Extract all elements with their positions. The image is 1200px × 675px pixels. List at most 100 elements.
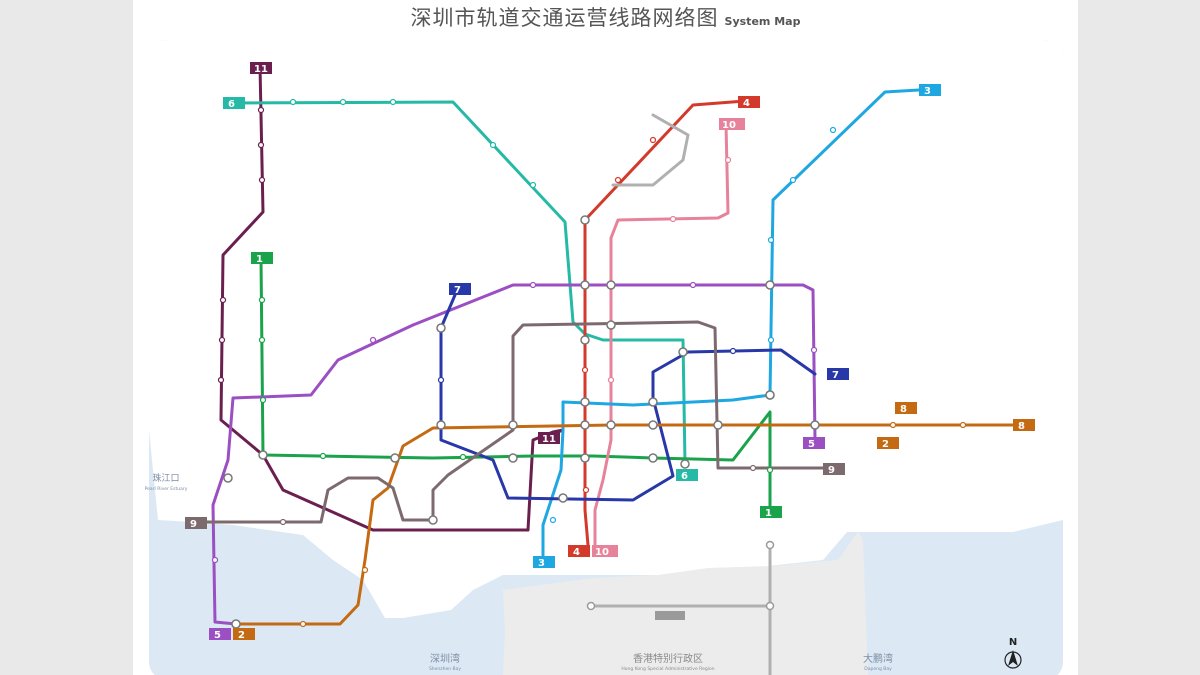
station[interactable] [436,323,446,333]
station[interactable] [436,420,446,430]
station[interactable] [529,281,537,289]
station[interactable] [580,335,590,345]
line-8-badge[interactable]: 8 [895,402,917,415]
station[interactable] [582,486,590,494]
station[interactable] [223,473,233,483]
station[interactable] [606,320,616,330]
station[interactable] [680,459,690,469]
station[interactable] [339,98,347,106]
station[interactable] [689,281,697,289]
line-5-badge-label: 5 [808,439,815,450]
line-3-badge-top[interactable]: 3 [919,84,941,97]
station[interactable] [767,336,775,344]
line-3-badge-label: 3 [924,86,931,97]
line-3-badge-south[interactable]: 3 [533,556,555,569]
station[interactable] [389,98,397,106]
station[interactable] [289,98,297,106]
station[interactable] [258,176,266,184]
station[interactable] [258,450,268,460]
line-10-badge-south[interactable]: 10 [592,545,618,558]
station[interactable] [219,296,227,304]
station[interactable] [459,453,467,461]
station[interactable] [257,106,265,114]
station[interactable] [361,566,369,574]
station[interactable] [581,366,589,374]
station[interactable] [257,141,265,149]
station[interactable] [648,420,658,430]
station[interactable] [729,347,737,355]
station[interactable] [606,420,616,430]
line-4-badge-south[interactable]: 4 [568,545,590,558]
station[interactable] [606,280,616,290]
station[interactable] [749,464,757,472]
station[interactable] [489,141,497,149]
station[interactable] [678,347,688,357]
station[interactable] [789,176,797,184]
station[interactable] [580,280,590,290]
station[interactable] [829,126,837,134]
line-9-badge-west[interactable]: 9 [185,517,207,530]
station[interactable] [607,376,615,384]
station[interactable] [279,518,287,526]
station[interactable] [428,515,438,525]
line-5-badge-east[interactable]: 5 [803,437,825,450]
line-11-badge-top[interactable]: 11 [250,62,272,75]
station[interactable] [713,420,723,430]
station[interactable] [259,396,267,404]
station[interactable] [810,420,820,430]
station[interactable] [648,397,658,407]
planned-hk-stations [586,540,775,611]
station[interactable] [218,336,226,344]
station[interactable] [765,280,775,290]
metro-map[interactable]: 11 6 1 4 10 3 [133,0,1078,675]
line-5-badge-west[interactable]: 5 [209,628,231,641]
station[interactable] [319,452,327,460]
station[interactable] [767,236,775,244]
station[interactable] [765,390,775,400]
station[interactable] [508,420,518,430]
line-11-badge-mid[interactable]: 11 [538,432,560,445]
station[interactable] [508,453,518,463]
station[interactable] [580,215,590,225]
station[interactable] [648,453,658,463]
line-2-badge-east[interactable]: 2 [877,437,899,450]
station[interactable] [231,619,241,629]
station[interactable] [390,453,400,463]
line-1-badge-east[interactable]: 1 [760,506,782,519]
dapeng-bay-label: 大鹏湾 [863,652,893,665]
station[interactable] [258,296,266,304]
line-2-badge-west[interactable]: 2 [233,628,255,641]
station[interactable] [724,156,732,164]
station[interactable] [437,376,445,384]
station[interactable] [649,136,657,144]
station[interactable] [959,421,967,429]
station[interactable] [580,420,590,430]
station[interactable] [549,516,557,524]
station[interactable] [369,336,377,344]
station[interactable] [529,181,537,189]
line-9-badge-east[interactable]: 9 [823,463,845,476]
line-7-badge-top[interactable]: 7 [449,283,471,296]
line-4-badge-top[interactable]: 4 [738,96,760,109]
station[interactable] [766,466,774,474]
compass: N [1004,637,1022,669]
station[interactable] [558,493,568,503]
station[interactable] [211,556,219,564]
line-1-badge-top[interactable]: 1 [251,252,273,265]
hk-station-tag [655,611,685,620]
station[interactable] [614,176,622,184]
station[interactable] [669,215,677,223]
line-6-badge-top[interactable]: 6 [223,97,245,110]
station[interactable] [889,421,897,429]
station[interactable] [810,346,818,354]
line-7-badge-east[interactable]: 7 [827,368,849,381]
station[interactable] [580,453,590,463]
line-10-badge-top[interactable]: 10 [719,118,745,131]
station[interactable] [217,376,225,384]
station[interactable] [299,620,307,628]
station[interactable] [580,397,590,407]
hong-kong-label-en: Hong Kong Special Administrative Region [621,666,714,672]
station[interactable] [258,336,266,344]
line-6-badge-south[interactable]: 6 [676,469,698,482]
line-8-badge-end[interactable]: 8 [1013,419,1035,432]
